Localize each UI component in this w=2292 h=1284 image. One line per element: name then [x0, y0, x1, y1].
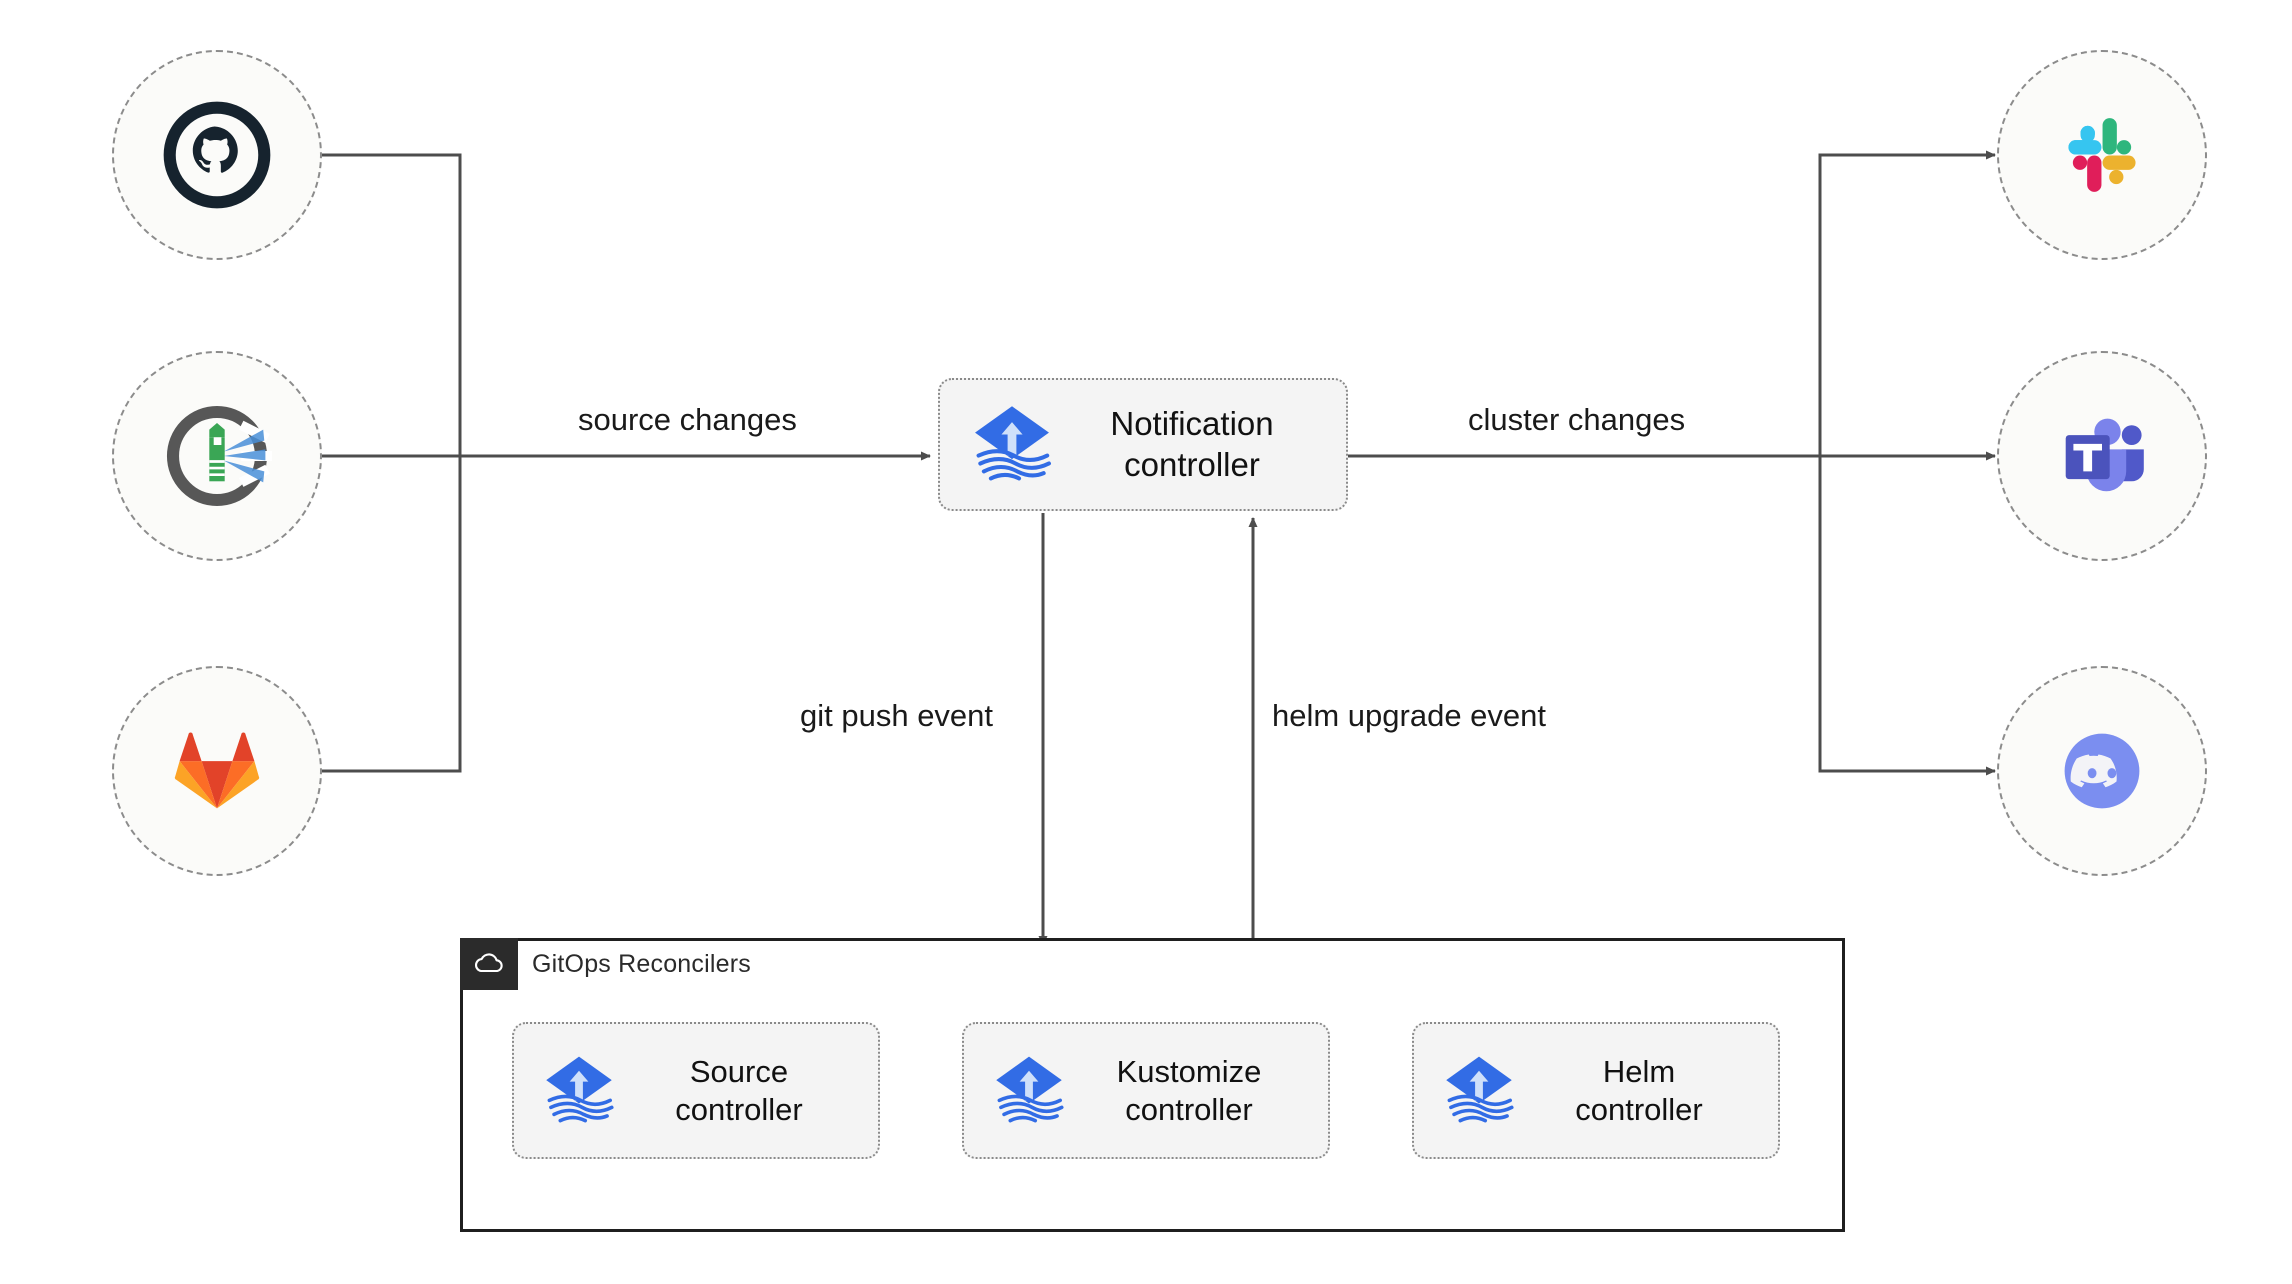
- notification-controller-label: Notification controller: [1110, 405, 1274, 483]
- wire-to-slack: [1818, 150, 1996, 456]
- source-node-github[interactable]: [112, 50, 322, 260]
- flux-icon: [546, 1056, 614, 1122]
- microsoft-teams-icon: [2065, 418, 2144, 492]
- kustomize-controller-label: Kustomize controller: [1116, 1053, 1262, 1127]
- cloud-icon: [474, 953, 503, 973]
- wire-github-to-bus: [322, 153, 462, 456]
- source-node-gitlab[interactable]: [112, 666, 322, 876]
- kustomize-controller-node[interactable]: Kustomize controller: [962, 1022, 1330, 1159]
- destination-node-slack[interactable]: [1997, 50, 2207, 260]
- discord-icon: [2064, 733, 2140, 809]
- source-controller-node[interactable]: Source controller: [512, 1022, 880, 1159]
- gitops-reconcilers-title: GitOps Reconcilers: [532, 950, 751, 978]
- edge-label-helm-upgrade-event: helm upgrade event: [1272, 698, 1547, 733]
- edge-label-source-changes: source changes: [578, 402, 797, 437]
- notification-controller-node[interactable]: Notification controller: [938, 378, 1348, 511]
- helm-controller-node[interactable]: Helm controller: [1412, 1022, 1780, 1159]
- github-icon: [163, 101, 271, 209]
- slack-icon: [2068, 118, 2136, 192]
- source-node-gitea[interactable]: [112, 351, 322, 561]
- flux-icon: [975, 405, 1051, 480]
- wire-to-discord: [1818, 456, 1996, 776]
- gitea-icon: [166, 405, 272, 507]
- gitlab-icon: [174, 732, 260, 809]
- helm-controller-label: Helm controller: [1575, 1053, 1703, 1127]
- flux-icon: [996, 1056, 1064, 1122]
- gitops-tab: [460, 938, 518, 990]
- destination-node-discord[interactable]: [1997, 666, 2207, 876]
- edge-label-git-push-event: git push event: [800, 698, 994, 733]
- destination-node-teams[interactable]: [1997, 351, 2207, 561]
- flux-icon: [1446, 1056, 1514, 1122]
- source-controller-label: Source controller: [675, 1053, 803, 1127]
- wire-gitlab-to-bus: [322, 456, 462, 773]
- edge-label-cluster-changes: cluster changes: [1468, 402, 1686, 437]
